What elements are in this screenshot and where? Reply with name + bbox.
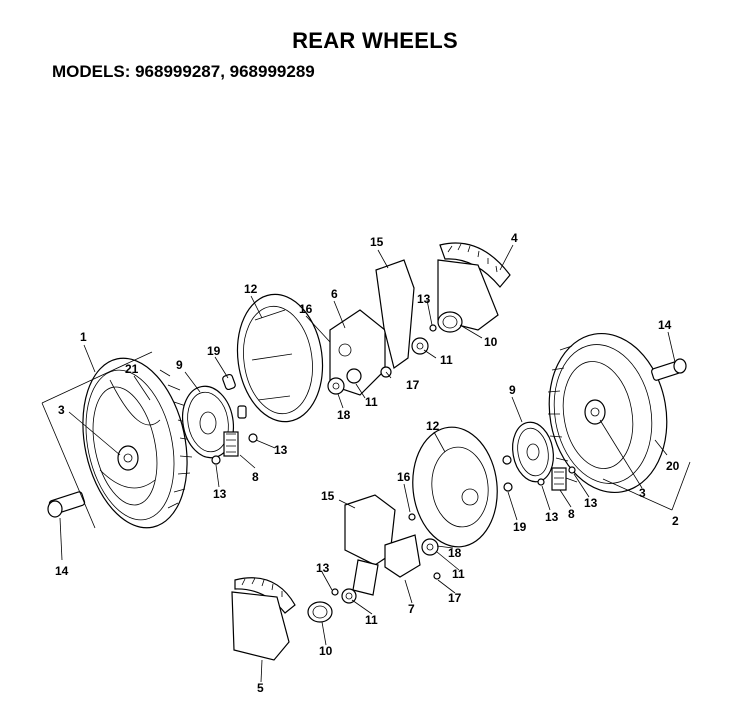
- callout-17: 17: [448, 591, 462, 605]
- right-axle-bolt: [651, 358, 687, 381]
- callout-11: 11: [452, 567, 465, 581]
- left-brake-drum: [236, 293, 324, 423]
- lower-bracket-assembly: [341, 494, 441, 604]
- callout-18: 18: [448, 546, 462, 560]
- callout-11: 11: [365, 395, 378, 409]
- callout-8: 8: [568, 507, 575, 521]
- lower-height-adjuster: [231, 577, 339, 661]
- callout-14: 14: [658, 318, 672, 332]
- callout-12: 12: [426, 419, 440, 433]
- callout-16: 16: [299, 302, 313, 316]
- callout-11: 11: [365, 613, 378, 627]
- right-brake-drum: [408, 426, 513, 548]
- callout-7: 7: [408, 602, 415, 616]
- callout-19: 19: [513, 520, 527, 534]
- callout-20: 20: [666, 459, 680, 473]
- callout-10: 10: [484, 335, 498, 349]
- left-small-hardware: [211, 373, 258, 465]
- callout-1: 1: [80, 330, 87, 344]
- callout-15: 15: [370, 235, 384, 249]
- upper-bracket-assembly: [327, 259, 429, 396]
- callout-9: 9: [509, 383, 516, 397]
- upper-height-adjuster: [429, 242, 511, 333]
- callout-13: 13: [316, 561, 330, 575]
- callout-16: 16: [397, 470, 411, 484]
- callout-13: 13: [213, 487, 227, 501]
- callout-15: 15: [321, 489, 335, 503]
- callout-bracket-2: [602, 461, 691, 511]
- page-title: REAR WHEELS: [292, 28, 458, 53]
- callout-12: 12: [244, 282, 258, 296]
- right-drive-gear: [512, 421, 576, 491]
- callout-6: 6: [331, 287, 338, 301]
- right-wheel-tire: [547, 332, 668, 494]
- callout-18: 18: [337, 408, 351, 422]
- callout-10: 10: [319, 644, 333, 658]
- models-line: MODELS: 968999287, 968999289: [52, 62, 315, 81]
- callout-13: 13: [274, 443, 288, 457]
- callout-17: 17: [406, 378, 420, 392]
- callout-9: 9: [176, 358, 183, 372]
- callout-2: 2: [672, 514, 679, 528]
- callout-13: 13: [584, 496, 598, 510]
- left-wheel-tire: [82, 357, 193, 529]
- callout-4: 4: [511, 231, 518, 245]
- callout-14: 14: [55, 564, 69, 578]
- callout-21: 21: [125, 362, 139, 376]
- callout-13: 13: [417, 292, 431, 306]
- callout-5: 5: [257, 681, 264, 695]
- callout-3: 3: [58, 403, 65, 417]
- callout-19: 19: [207, 344, 221, 358]
- callout-11: 11: [440, 353, 453, 367]
- callout-labels: 1 2 3 3 4 5 6 7 8 8 9 9 10 10 11 11 11 1…: [55, 231, 680, 695]
- leader-lines: [59, 244, 676, 683]
- left-drive-gear: [181, 385, 239, 459]
- callout-3: 3: [639, 486, 646, 500]
- callout-bracket-1: [41, 351, 153, 529]
- left-axle-bolt: [47, 491, 86, 518]
- callout-8: 8: [252, 470, 259, 484]
- callout-13: 13: [545, 510, 559, 524]
